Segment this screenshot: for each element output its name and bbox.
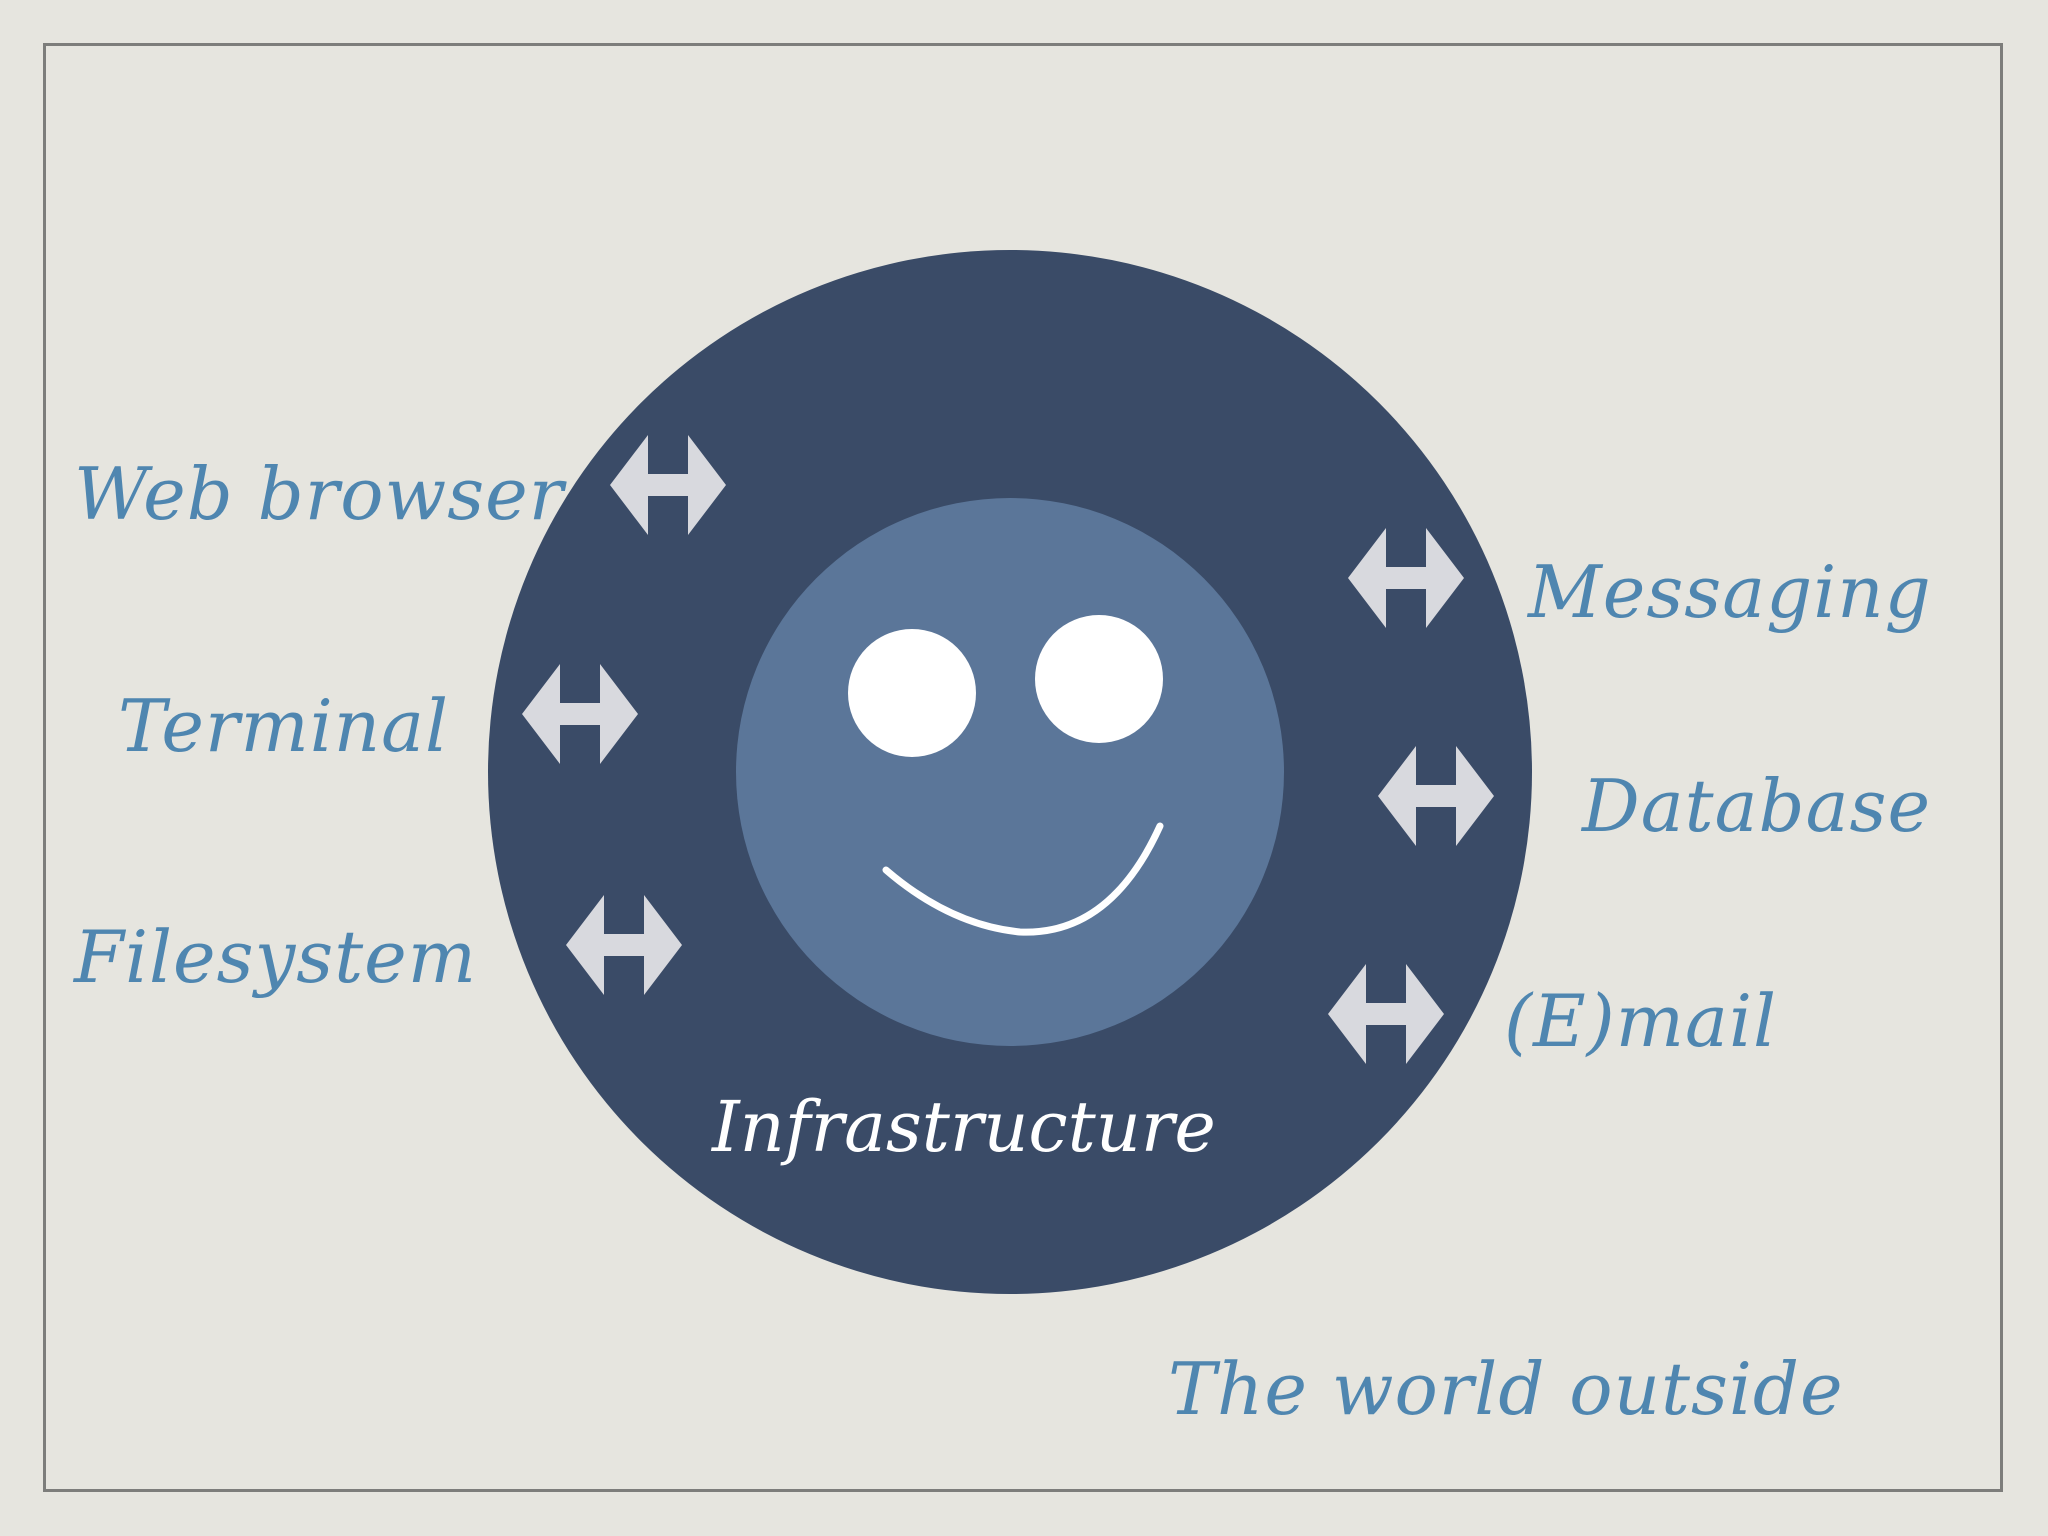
- infrastructure-label: Infrastructure: [712, 1086, 1216, 1168]
- connection-label-database: Database: [1582, 764, 1932, 848]
- connection-label-filesystem: Filesystem: [74, 915, 478, 999]
- inner-core-circle: [736, 498, 1284, 1046]
- connection-label-messaging: Messaging: [1528, 550, 1932, 634]
- connection-label-email: (E)mail: [1504, 979, 1777, 1063]
- right-eye: [1035, 615, 1163, 743]
- outside-world-label: The world outside: [1168, 1347, 1844, 1431]
- smiley-face-icon: [848, 615, 1164, 936]
- slide-frame: [43, 43, 2003, 1492]
- connection-label-web-browser: Web browser: [74, 452, 565, 536]
- left-eye: [848, 629, 976, 757]
- connection-label-terminal: Terminal: [118, 684, 450, 768]
- smile-mouth: [882, 822, 1164, 936]
